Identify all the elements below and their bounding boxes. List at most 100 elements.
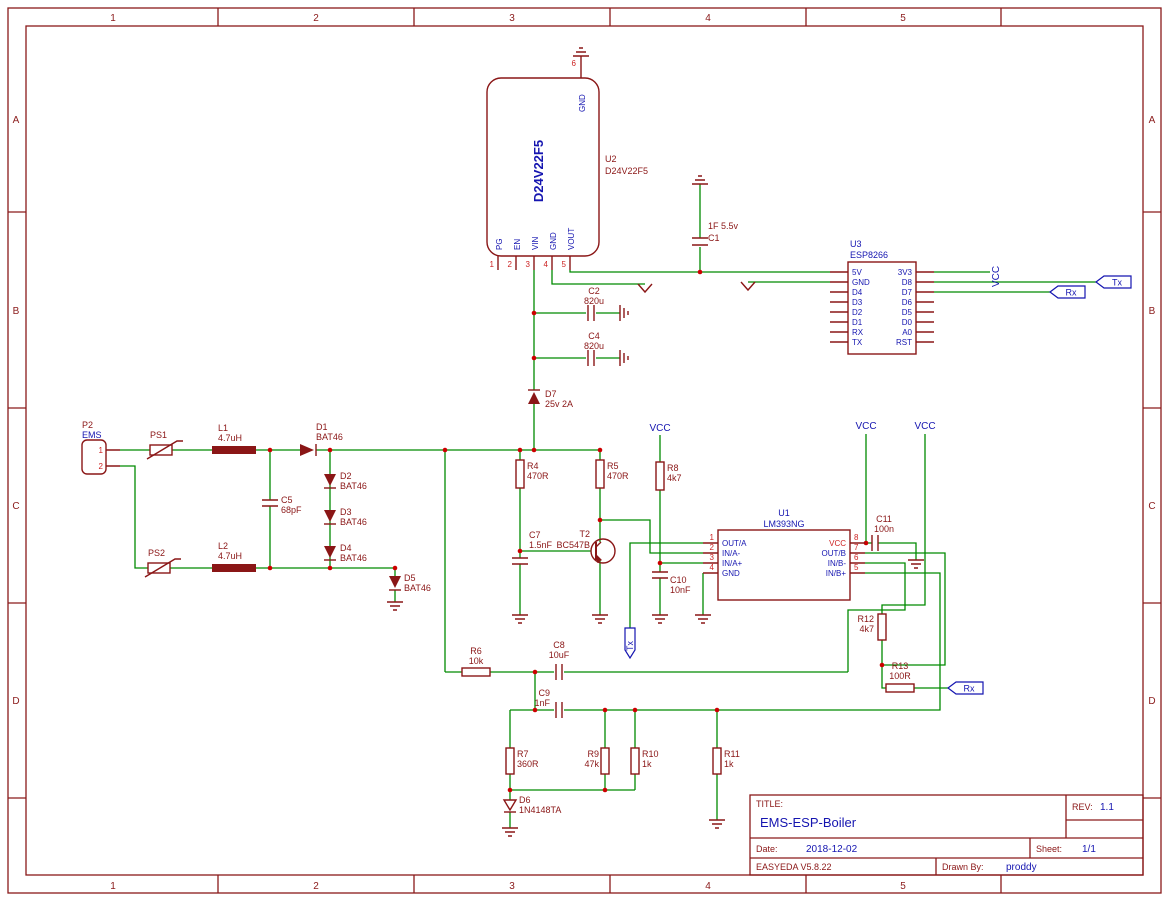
wire-group [120,184,1096,828]
d5-value: BAT46 [404,583,431,593]
u2-pin-name: PG [495,238,504,250]
sheet-value[interactable]: 1/1 [1082,844,1096,855]
ground-symbol[interactable] [692,175,708,185]
component-r12[interactable]: R12 4k7 [857,613,887,641]
col-label: 2 [313,881,319,892]
component-c4[interactable]: C4 820u [584,331,604,366]
row-label: B [1149,306,1156,317]
u3-pin-name: 3V3 [898,268,913,277]
component-l2[interactable]: L2 4.7uH [212,541,256,572]
component-u3-esp8266[interactable]: U3 ESP8266 5V GND D4 D3 D2 D1 RX TX 3V3 … [830,239,934,355]
c8-ref: C8 [553,640,565,650]
l2-ref: L2 [218,541,228,551]
ground-symbol[interactable] [512,614,528,624]
c5-ref: C5 [281,495,293,505]
ground-arrow[interactable] [740,281,756,292]
component-d5[interactable]: D5 BAT46 [389,573,431,593]
net-flag-rx[interactable]: Rx [947,681,984,695]
component-c8[interactable]: C8 10uF [549,640,570,680]
net-flag-tx-label: Tx [1112,278,1122,288]
c5-value: 68pF [281,505,302,515]
component-l1[interactable]: L1 4.7uH [212,423,256,454]
component-p2-connector[interactable]: P2 EMS 1 2 [81,420,120,475]
component-r7[interactable]: R7 360R [505,747,539,775]
net-label-vcc[interactable]: VCC [649,423,670,434]
u1-pin-num: 1 [710,533,715,542]
drawn-by-value[interactable]: proddy [1006,862,1037,873]
component-r5[interactable]: R5 470R [595,459,629,489]
d4-ref: D4 [340,543,352,553]
wires-ems [120,449,600,602]
r8-ref: R8 [667,463,679,473]
col-label: 5 [900,13,906,24]
component-c7[interactable]: C7 1.5nF [512,530,553,565]
u3-pin-name: 5V [852,268,862,277]
component-u2-regulator[interactable]: D24V22F5 U2 D24V22F5 1 2 3 4 5 6 PG EN V… [486,56,648,270]
row-label: A [1149,115,1156,126]
ps2-ref: PS2 [148,548,165,558]
component-c2[interactable]: C2 820u [584,286,604,321]
sheet-title[interactable]: EMS-ESP-Boiler [760,815,857,830]
component-d2[interactable]: D2 BAT46 [324,471,367,491]
net-flag-rx-label: Rx [964,684,975,694]
ground-symbol[interactable] [695,614,711,624]
component-r6[interactable]: R6 10k [461,646,491,677]
component-ps2[interactable]: PS2 [144,548,181,578]
frame-inner [25,25,1144,876]
date-value[interactable]: 2018-12-02 [806,844,858,855]
ground-symbol[interactable] [619,350,629,366]
r5-value: 470R [607,471,629,481]
ground-symbol[interactable] [619,305,629,321]
component-t2-transistor[interactable]: T2 BC547B [556,529,616,564]
component-d7[interactable]: D7 25v 2A [528,389,573,409]
ground-symbol[interactable] [709,819,725,829]
component-r9[interactable]: R9 47k [584,747,610,775]
component-r4[interactable]: R4 470R [515,459,549,489]
u1-pin-num: 4 [710,563,715,572]
component-c9[interactable]: C9 1nF [534,688,563,718]
component-c1[interactable]: 1F 5.5v C1 [692,221,739,246]
net-flag-tx[interactable]: Tx [1095,275,1132,289]
u3-pin-name: D2 [852,308,863,317]
u3-pin-name: A0 [902,328,912,337]
component-c11[interactable]: C11 100n [871,514,894,551]
ground-symbol[interactable] [652,614,668,624]
u1-pin-name: GND [722,569,740,578]
r9-ref: R9 [587,749,599,759]
component-r11[interactable]: R11 1k [712,747,740,775]
u2-pin-num: 3 [526,260,531,269]
component-d6[interactable]: D6 1N4148TA [502,795,561,815]
component-r10[interactable]: R10 1k [630,747,659,775]
row-label: D [12,696,19,707]
component-d4[interactable]: D4 BAT46 [324,543,367,563]
net-flag-tx[interactable]: Tx [624,627,636,660]
net-label-vcc[interactable]: VCC [855,421,876,432]
row-label: C [12,501,19,512]
u1-pin-num: 7 [854,543,859,552]
ground-symbol[interactable] [387,601,403,611]
ground-arrow[interactable] [637,283,653,294]
component-u1-lm393[interactable]: U1 LM393NG 1 2 3 4 8 7 6 5 OUT/A IN/A- I… [703,508,865,601]
u2-pin-num: 4 [544,260,549,269]
component-d1[interactable]: D1 BAT46 [300,422,343,456]
r4-value: 470R [527,471,549,481]
component-c5[interactable]: C5 68pF [262,495,302,515]
component-d3[interactable]: D3 BAT46 [324,507,367,527]
ground-symbol[interactable] [908,559,924,569]
component-ps1[interactable]: PS1 [146,430,183,460]
ground-symbol[interactable] [592,614,608,624]
u1-pin-num: 3 [710,553,715,562]
component-c10[interactable]: C10 10nF [652,571,691,595]
u3-pin-name: TX [852,338,863,347]
net-flag-rx[interactable]: Rx [1049,285,1086,299]
row-label: C [1148,501,1155,512]
rev-value[interactable]: 1.1 [1100,802,1114,813]
u3-pin-name: D5 [902,308,913,317]
net-label-vcc[interactable]: VCC [991,266,1002,287]
net-label-vcc[interactable]: VCC [914,421,935,432]
ground-symbol[interactable] [573,47,589,57]
component-r8[interactable]: R8 4k7 [655,461,682,491]
ground-symbol[interactable] [502,827,518,837]
u1-pin-num: 2 [710,543,715,552]
component-r13[interactable]: R13 100R [885,661,915,693]
